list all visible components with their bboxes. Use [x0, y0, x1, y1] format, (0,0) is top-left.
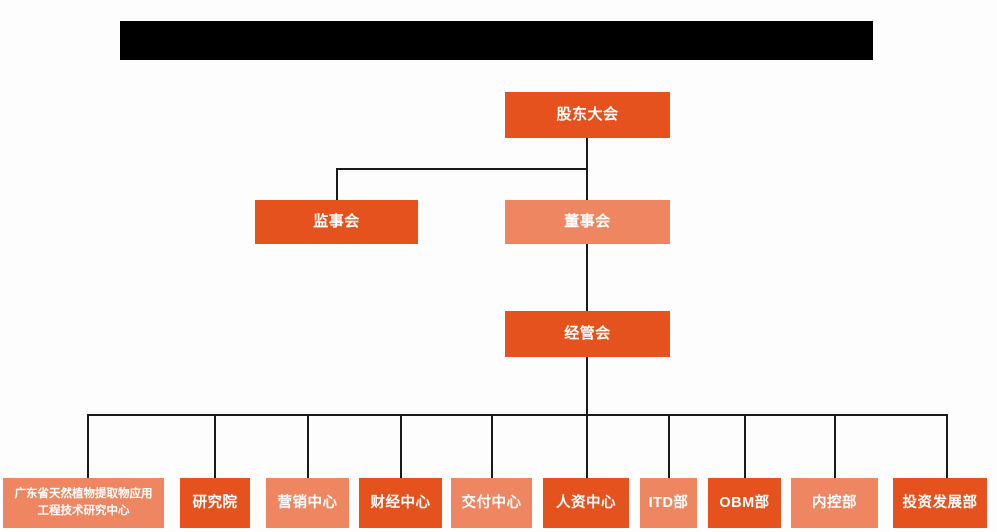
- connector-bottom-bus: [87, 414, 947, 416]
- node-directors[interactable]: 董事会: [505, 200, 670, 244]
- connector-drop-investment-dev: [946, 414, 948, 478]
- node-itd-dept[interactable]: ITD部: [640, 478, 697, 528]
- connector-drop-internal-control: [834, 414, 836, 478]
- connector-drop-marketing-center: [307, 414, 309, 478]
- node-supervisors[interactable]: 监事会: [255, 200, 418, 244]
- connector-level2-bus: [336, 168, 587, 170]
- node-investment-development-dept[interactable]: 投资发展部: [893, 478, 987, 528]
- node-finance-center[interactable]: 财经中心: [359, 478, 442, 528]
- node-shareholders[interactable]: 股东大会: [505, 92, 670, 138]
- connector-drop-finance-center: [400, 414, 402, 478]
- connector-drop-delivery-center: [491, 414, 493, 478]
- node-institute[interactable]: 研究院: [180, 478, 250, 528]
- node-delivery-center[interactable]: 交付中心: [451, 478, 532, 528]
- connector-drop-itd-dept: [668, 414, 670, 478]
- connector-drop-obm-dept: [744, 414, 746, 478]
- connector-drop-institute: [214, 414, 216, 478]
- node-marketing-center[interactable]: 营销中心: [266, 478, 349, 528]
- node-obm-dept[interactable]: OBM部: [708, 478, 781, 528]
- node-hr-center[interactable]: 人资中心: [543, 478, 629, 528]
- node-management[interactable]: 经管会: [505, 311, 670, 357]
- connector-directors-to-management: [586, 243, 588, 311]
- connector-shareholders-down: [586, 138, 588, 169]
- node-internal-control-dept[interactable]: 内控部: [791, 478, 878, 528]
- node-research-center[interactable]: 广东省天然植物提取物应用工程技术研究中心: [3, 478, 164, 528]
- connector-drop-directors: [586, 168, 588, 200]
- connector-management-down: [586, 357, 588, 415]
- connector-drop-hr-center: [586, 414, 588, 478]
- redacted-title-banner: [120, 21, 873, 60]
- connector-drop-research-center: [87, 414, 89, 478]
- connector-drop-supervisors: [336, 168, 338, 200]
